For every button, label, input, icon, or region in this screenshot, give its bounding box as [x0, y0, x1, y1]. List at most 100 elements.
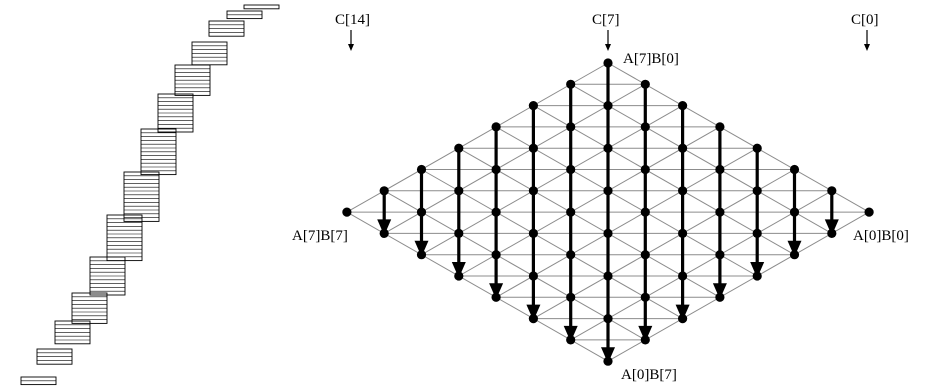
grid-line [346, 211, 609, 362]
partial-product-dot [379, 186, 389, 196]
grid-line [533, 169, 795, 320]
column-arrowhead [377, 219, 392, 236]
partial-product-dot [566, 164, 576, 175]
partial-product-dot [603, 271, 613, 281]
corner-label-right: A[0]B[0] [853, 228, 909, 244]
column-marker-arrowhead [864, 44, 870, 51]
partial-product-dot [491, 207, 501, 217]
column-marker-arrowhead [348, 44, 354, 51]
partial-product-dot [640, 250, 650, 260]
partial-product-dot [640, 335, 650, 345]
partial-product-dot [640, 79, 650, 89]
grid-line [421, 169, 683, 320]
grid-line [458, 126, 721, 277]
grid-line [346, 62, 609, 213]
partial-product-dot [491, 164, 501, 175]
partial-product-dot [416, 207, 427, 217]
partial-product-dot [715, 164, 725, 175]
partial-product-dot [827, 186, 837, 196]
partial-product-dot [454, 271, 464, 281]
column-arrowhead [451, 262, 466, 278]
column-arrowhead [563, 325, 578, 342]
column-arrowhead [675, 304, 690, 321]
corner-label-bottom: A[0]B[7] [621, 367, 677, 383]
column-label-c7: C[7] [592, 12, 620, 28]
partial-product-dot [678, 101, 688, 111]
partial-product-dot [752, 186, 762, 196]
partial-product-dot [566, 79, 576, 89]
partial-product-staircase [20, 4, 280, 386]
column-arrowhead [489, 283, 504, 300]
column-arrowhead [712, 283, 727, 300]
partial-product-dot [454, 143, 464, 153]
corner-label-left: A[7]B[7] [292, 228, 348, 244]
column-markers: C[14] C[7] C[0] [335, 12, 879, 51]
partial-product-dot [416, 250, 427, 260]
partial-product-dot [715, 292, 725, 302]
bit-block [123, 171, 160, 222]
column-arrowhead [750, 262, 765, 278]
partial-product-dot [566, 292, 576, 302]
partial-product-dot [640, 292, 650, 302]
partial-product-dot [752, 271, 762, 281]
partial-product-dot [640, 164, 650, 175]
partial-product-dot [678, 228, 688, 238]
grid-line [495, 126, 758, 277]
partial-product-dot [789, 250, 800, 260]
partial-product-dot [640, 122, 650, 132]
grid-line [533, 105, 795, 256]
column-label-c14: C[14] [335, 12, 370, 28]
grid-line [458, 147, 721, 298]
partial-product-dot [528, 186, 539, 196]
column-arrowhead [787, 240, 802, 257]
partial-product-dot [640, 207, 650, 217]
partial-product-dot [678, 271, 688, 281]
grid-line [421, 105, 683, 256]
partial-product-dot [678, 314, 688, 324]
grid-line [570, 190, 833, 341]
partial-product-dot [715, 122, 725, 132]
partial-product-dot [342, 207, 352, 217]
partial-product-dot [603, 228, 613, 238]
partial-product-dot [603, 101, 613, 111]
partial-product-dot [454, 186, 464, 196]
partial-product-dot [678, 143, 688, 153]
partial-product-lattice [342, 58, 874, 366]
partial-product-dot [789, 207, 800, 217]
partial-product-dot [416, 164, 427, 175]
partial-product-dot [566, 122, 576, 132]
partial-product-dots [342, 58, 874, 366]
partial-product-dot [603, 58, 613, 68]
column-marker-arrowhead [605, 44, 611, 51]
partial-product-dot [789, 164, 800, 175]
column-arrowhead [638, 325, 653, 342]
partial-product-dot [603, 314, 613, 324]
column-label-c0: C[0] [851, 12, 879, 28]
partial-product-dot [528, 228, 539, 238]
column-arrowhead [824, 219, 839, 236]
partial-product-dot [528, 143, 539, 153]
partial-product-dot [566, 335, 576, 345]
partial-product-dot [566, 207, 576, 217]
partial-product-dot [603, 186, 613, 196]
partial-product-dot [752, 143, 762, 153]
partial-product-dot [827, 228, 837, 238]
partial-product-dot [379, 228, 389, 238]
partial-product-dot [528, 101, 539, 111]
column-arrowhead [601, 347, 615, 364]
bit-block [243, 4, 280, 10]
partial-product-dot [603, 143, 613, 153]
partial-product-dot [566, 250, 576, 260]
grid-line [607, 211, 870, 362]
partial-product-dot [528, 314, 539, 324]
partial-product-dot [752, 228, 762, 238]
column-arrowhead [526, 304, 541, 321]
grid-line [570, 83, 833, 234]
partial-product-dot [603, 356, 613, 366]
partial-product-dot [491, 250, 501, 260]
grid-line [383, 83, 646, 234]
grid-line [495, 147, 758, 298]
partial-product-dot [864, 207, 874, 217]
partial-product-dot [454, 228, 464, 238]
